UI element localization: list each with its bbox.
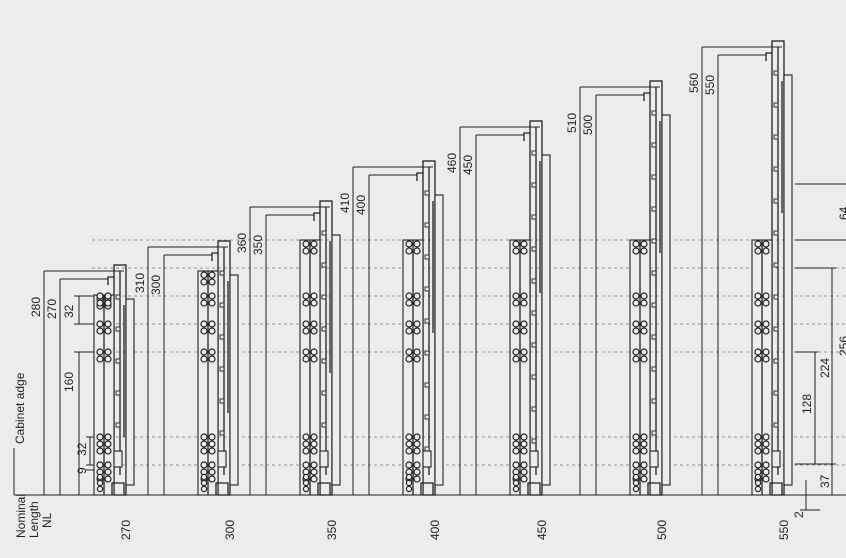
dim-outer-510: 510: [565, 113, 579, 133]
dim-32-upper-label: 32: [62, 304, 76, 318]
dim-outer-560: 560: [687, 73, 701, 93]
dim-outer-280: 280: [29, 297, 43, 317]
nominal-label: Nominal: [14, 494, 28, 538]
dim-inner-270: 270: [45, 299, 59, 319]
dim-224-label: 224: [818, 358, 832, 378]
nl-label-450: 450: [535, 520, 549, 540]
dim-outer-460: 460: [445, 153, 459, 173]
dim-inner-550: 550: [703, 75, 717, 95]
nl-label-500: 500: [655, 520, 669, 540]
dim-2-label: 2: [792, 511, 806, 518]
nl-label-400: 400: [428, 520, 442, 540]
dim-37-label: 37: [818, 474, 832, 488]
dim-inner-300: 300: [149, 275, 163, 295]
dim-outer-410: 410: [338, 193, 352, 213]
nl-label-270: 270: [119, 520, 133, 540]
dim-64-label: 64: [837, 206, 846, 220]
cabinet-edge-label: Cabinet adge: [13, 372, 27, 444]
nl-label-550: 550: [777, 520, 791, 540]
dim-outer-360: 360: [235, 233, 249, 253]
dim-32-lower-label: 32: [75, 442, 89, 456]
dim-inner-350: 350: [251, 235, 265, 255]
dim-inner-500: 500: [581, 115, 595, 135]
dim-inner-450: 450: [461, 155, 475, 175]
dim-256-label: 256: [837, 336, 846, 356]
length-label: Length: [27, 501, 41, 538]
nl-label-350: 350: [325, 520, 339, 540]
nl-label: NL: [40, 512, 54, 528]
dim-outer-310: 310: [133, 273, 147, 293]
nl-label-300: 300: [223, 520, 237, 540]
dim-inner-400: 400: [354, 195, 368, 215]
dim-9-label: 9: [75, 467, 89, 474]
dim-160-label: 160: [62, 372, 76, 392]
right-dimension-lines: [795, 183, 846, 511]
dim-128-label: 128: [800, 394, 814, 414]
